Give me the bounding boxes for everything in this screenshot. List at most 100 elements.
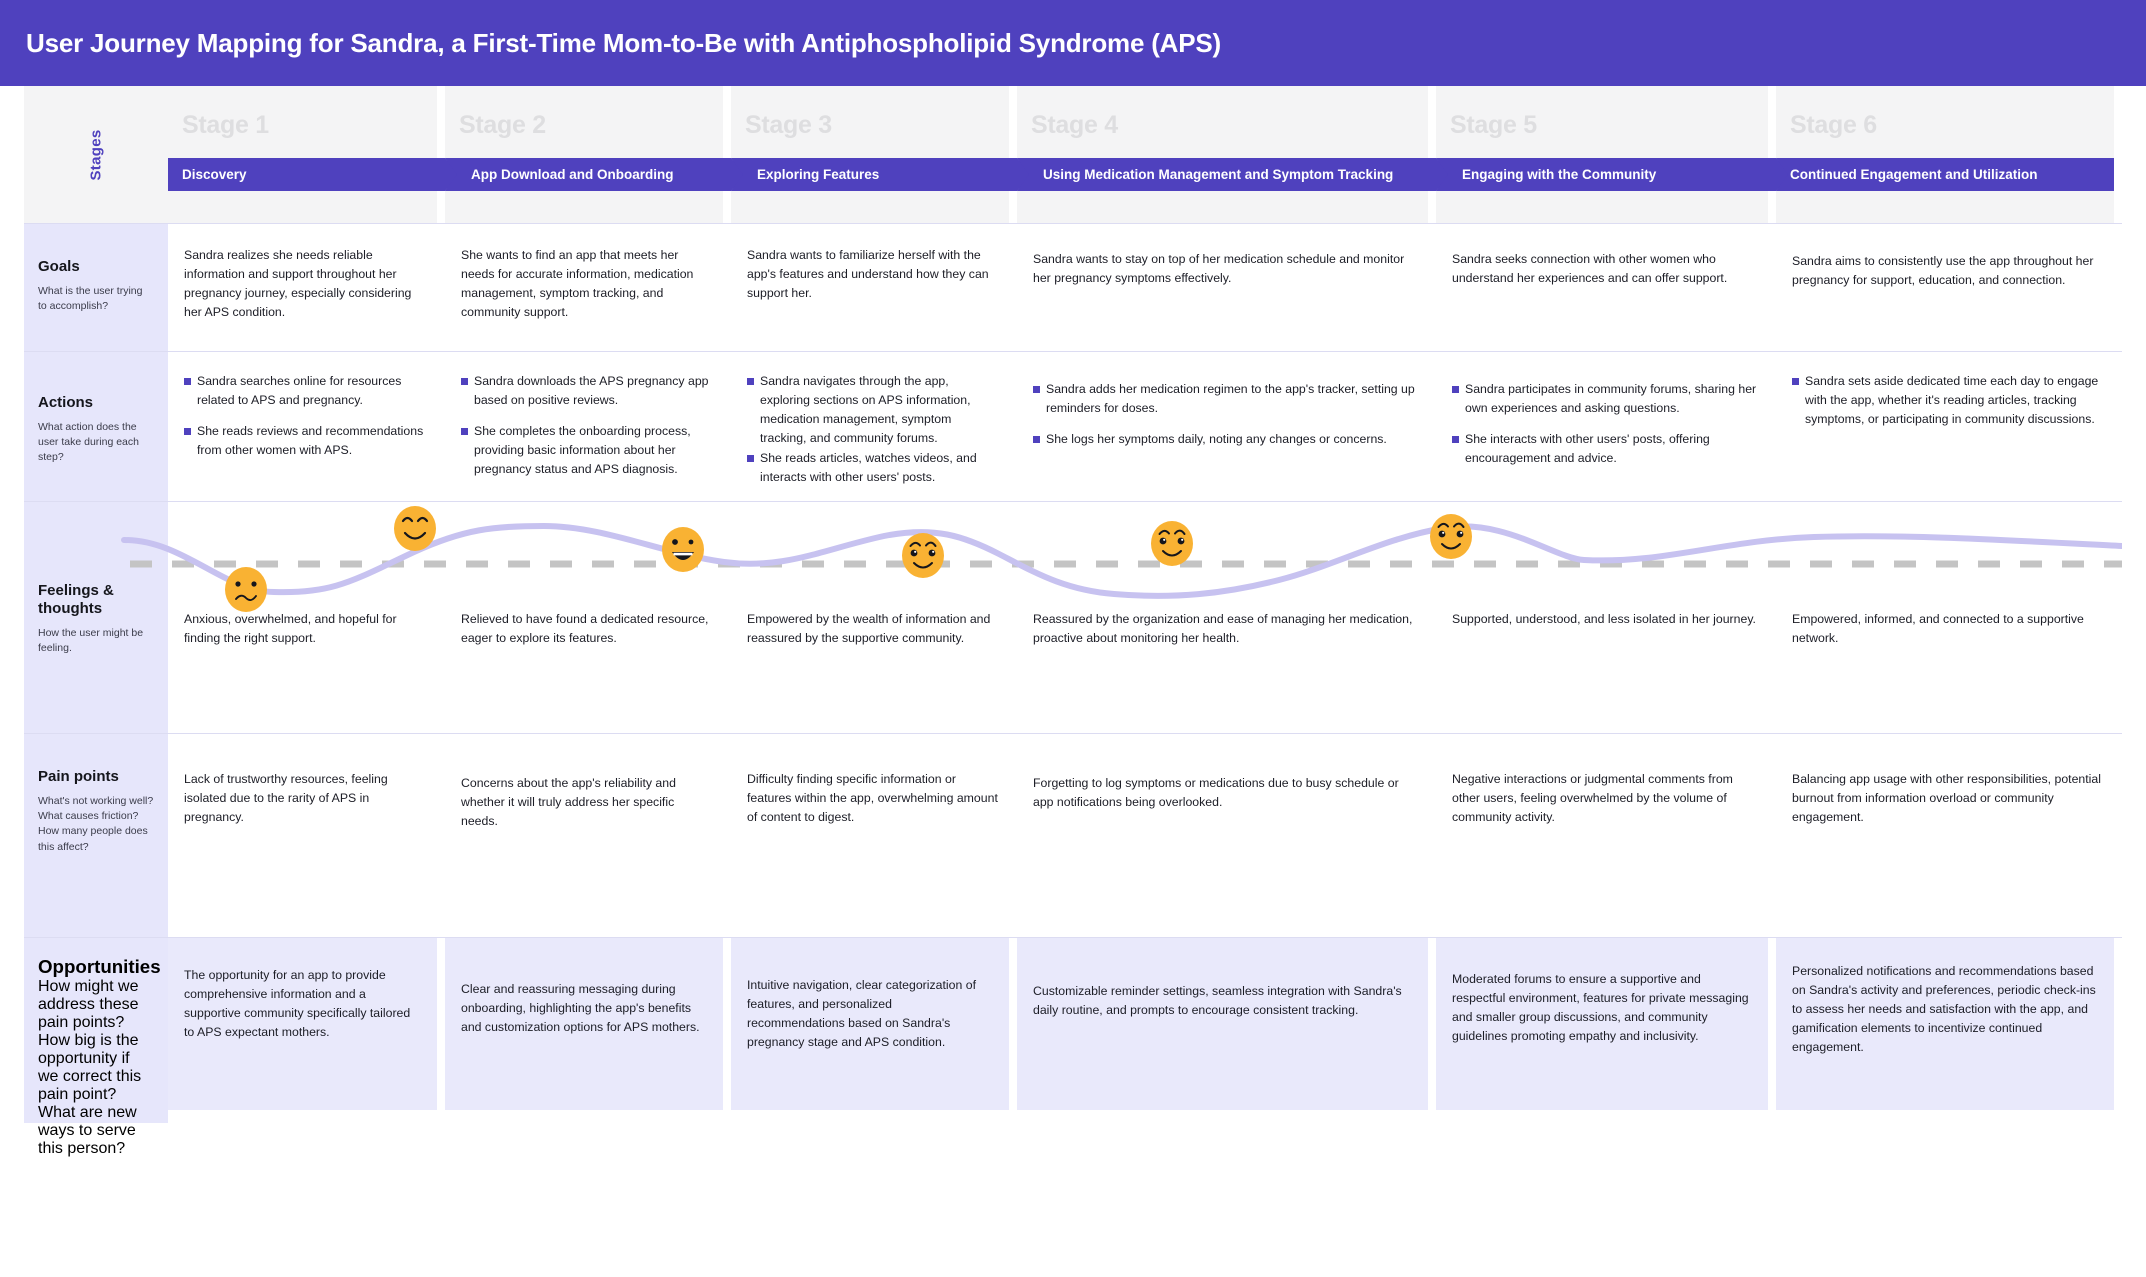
goals-row: Goals What is the user trying to accompl… xyxy=(24,223,2122,351)
goals-text-4: Sandra wants to stay on top of her medic… xyxy=(1033,252,1405,286)
pain-points-row: Pain points What's not working well? Wha… xyxy=(24,733,2122,937)
smiling-face-emoji[interactable] xyxy=(393,505,437,552)
actions-row-label: Actions What action does the user take d… xyxy=(24,352,168,501)
list-item: Sandra searches online for resources rel… xyxy=(184,372,427,410)
actions-title: Actions xyxy=(38,394,94,411)
smiling-face-emoji[interactable] xyxy=(1429,513,1473,560)
opportunities-cell-2: Clear and reassuring messaging during on… xyxy=(445,938,731,1123)
page-title: User Journey Mapping for Sandra, a First… xyxy=(26,27,1222,58)
goals-cell-3: Sandra wants to familiarize herself with… xyxy=(731,224,1017,351)
square-bullet-icon xyxy=(184,378,191,385)
stage-column-2: Stage 2 App Download and Onboarding xyxy=(445,86,731,223)
opportunities-text-5: Moderated forums to ensure a supportive … xyxy=(1436,938,1768,1110)
square-bullet-icon xyxy=(1452,436,1459,444)
goals-title: Goals xyxy=(38,258,80,275)
list-item: Sandra participates in community forums,… xyxy=(1452,380,1758,418)
pain-points-text-1: Lack of trustworthy resources, feeling i… xyxy=(184,772,388,825)
feelings-cell-3: Empowered by the wealth of information a… xyxy=(731,610,1017,648)
feelings-text-4: Reassured by the organization and ease o… xyxy=(1033,612,1413,646)
smiling-face-emoji[interactable] xyxy=(901,532,945,579)
feelings-text-5: Supported, understood, and less isolated… xyxy=(1452,612,1756,626)
stage-headers: Stage 1 Discovery Stage 2 App Download a… xyxy=(168,86,2122,223)
actions-subtitle: What action does the user take during ea… xyxy=(38,421,139,464)
grinning-face-emoji[interactable] xyxy=(661,526,705,573)
stage-banner-3[interactable]: Exploring Features xyxy=(731,158,1031,191)
action-text: Sandra adds her medication regimen to th… xyxy=(1046,382,1415,416)
opportunities-row: Opportunities How might we address these… xyxy=(24,937,2122,1157)
stage-number-6: Stage 6 xyxy=(1790,111,1877,139)
action-text: She interacts with other users' posts, o… xyxy=(1465,432,1710,466)
pain-points-cell-3: Difficulty finding specific information … xyxy=(731,734,1017,937)
list-item: Sandra downloads the APS pregnancy app b… xyxy=(461,372,713,410)
stage-banner-2[interactable]: App Download and Onboarding xyxy=(445,158,745,191)
stage-column-3: Stage 3 Exploring Features xyxy=(731,86,1017,223)
action-text: She completes the onboarding process, pr… xyxy=(474,424,691,477)
goals-subtitle: What is the user trying to accomplish? xyxy=(38,285,143,313)
list-item: Sandra navigates through the app, explor… xyxy=(747,372,999,448)
list-item: Sandra adds her medication regimen to th… xyxy=(1033,380,1418,418)
action-text: Sandra navigates through the app, explor… xyxy=(760,374,971,446)
goals-text-1: Sandra realizes she needs reliable infor… xyxy=(184,248,412,320)
feelings-text-2: Relieved to have found a dedicated resou… xyxy=(461,612,709,646)
actions-cell-4: Sandra adds her medication regimen to th… xyxy=(1017,352,1436,501)
feelings-cell-4: Reassured by the organization and ease o… xyxy=(1017,610,1436,648)
pain-points-cell-2: Concerns about the app's reliability and… xyxy=(445,734,731,937)
square-bullet-icon xyxy=(1792,378,1799,385)
square-bullet-icon xyxy=(747,378,754,385)
square-bullet-icon xyxy=(1033,436,1040,444)
pain-points-cell-5: Negative interactions or judgmental comm… xyxy=(1436,734,1776,937)
feelings-subtitle: How the user might be feeling. xyxy=(38,627,144,655)
pain-points-row-label: Pain points What's not working well? Wha… xyxy=(24,734,168,937)
pain-points-cell-4: Forgetting to log symptoms or medication… xyxy=(1017,734,1436,937)
action-text: Sandra sets aside dedicated time each da… xyxy=(1805,374,2099,427)
feelings-cell-5: Supported, understood, and less isolated… xyxy=(1436,610,1776,648)
feelings-cell-6: Empowered, informed, and connected to a … xyxy=(1776,610,2122,648)
stage-header-3: Stage 3 Exploring Features xyxy=(731,86,1009,223)
list-item: She reads reviews and recommendations fr… xyxy=(184,422,427,460)
square-bullet-icon xyxy=(747,455,754,463)
feelings-cell-2: Relieved to have found a dedicated resou… xyxy=(445,610,731,648)
goals-cell-5: Sandra seeks connection with other women… xyxy=(1436,224,1776,351)
actions-cell-6: Sandra sets aside dedicated time each da… xyxy=(1776,352,2122,501)
pain-points-text-3: Difficulty finding specific information … xyxy=(747,772,998,825)
stage-banner-1[interactable]: Discovery xyxy=(168,158,459,191)
stage-banner-5[interactable]: Engaging with the Community xyxy=(1436,158,1790,191)
stage-column-4: Stage 4 Using Medication Management and … xyxy=(1017,86,1436,223)
stage-column-5: Stage 5 Engaging with the Community xyxy=(1436,86,1776,223)
opportunities-text-2: Clear and reassuring messaging during on… xyxy=(445,938,723,1110)
list-item: She completes the onboarding process, pr… xyxy=(461,422,713,479)
pain-points-subtitle: What's not working well? What causes fri… xyxy=(38,795,154,853)
worried-face-emoji[interactable] xyxy=(224,566,268,613)
stages-row: Stages Stage 1 Discovery Stage 2 App Dow… xyxy=(24,86,2122,223)
stage-number-2: Stage 2 xyxy=(459,111,546,139)
list-item: She logs her symptoms daily, noting any … xyxy=(1033,430,1418,449)
goals-text-2: She wants to find an app that meets her … xyxy=(461,248,694,320)
goals-cell-2: She wants to find an app that meets her … xyxy=(445,224,731,351)
actions-cell-2: Sandra downloads the APS pregnancy app b… xyxy=(445,352,731,501)
stage-banner-6[interactable]: Continued Engagement and Utilization xyxy=(1776,158,2114,191)
feelings-text-3: Empowered by the wealth of information a… xyxy=(747,612,991,646)
opportunities-title: Opportunities xyxy=(38,956,161,977)
smiling-face-emoji[interactable] xyxy=(1150,520,1194,567)
feelings-text-6: Empowered, informed, and connected to a … xyxy=(1792,612,2084,646)
action-text: Sandra searches online for resources rel… xyxy=(197,374,402,408)
opportunities-row-label: Opportunities How might we address these… xyxy=(24,938,168,1157)
opportunities-text-4: Customizable reminder settings, seamless… xyxy=(1017,938,1428,1110)
square-bullet-icon xyxy=(461,428,468,436)
actions-cell-5: Sandra participates in community forums,… xyxy=(1436,352,1776,501)
opportunities-cell-4: Customizable reminder settings, seamless… xyxy=(1017,938,1436,1123)
stages-row-label: Stages xyxy=(24,86,168,223)
stage-banner-4[interactable]: Using Medication Management and Symptom … xyxy=(1017,158,1450,191)
pain-points-title: Pain points xyxy=(38,768,119,785)
opportunities-text-6: Personalized notifications and recommend… xyxy=(1776,938,2114,1110)
opportunities-cell-1: The opportunity for an app to provide co… xyxy=(168,938,445,1123)
action-text: She reads reviews and recommendations fr… xyxy=(197,424,424,458)
opportunities-cell-6: Personalized notifications and recommend… xyxy=(1776,938,2122,1123)
actions-cell-1: Sandra searches online for resources rel… xyxy=(168,352,445,501)
pain-points-text-4: Forgetting to log symptoms or medication… xyxy=(1033,776,1399,810)
stage-number-4: Stage 4 xyxy=(1031,111,1118,139)
opportunities-cell-5: Moderated forums to ensure a supportive … xyxy=(1436,938,1776,1123)
emotion-curve-chart: Anxious, overwhelmed, and hopeful for fi… xyxy=(121,502,2122,734)
actions-cell-3: Sandra navigates through the app, explor… xyxy=(731,352,1017,501)
stage-header-4: Stage 4 Using Medication Management and … xyxy=(1017,86,1428,223)
